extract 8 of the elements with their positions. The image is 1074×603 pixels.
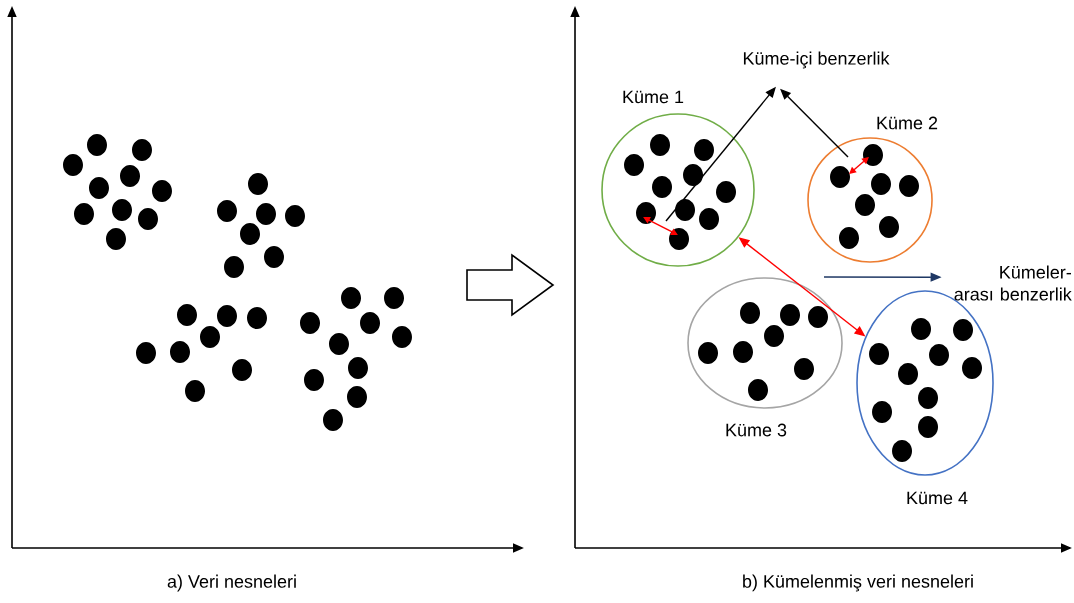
annotation-text: Küme-içi benzerlik xyxy=(743,51,890,69)
annotation-text: Kümeler-arası benzerlik xyxy=(954,265,1072,301)
panel-caption: a) Veri nesneleri xyxy=(167,574,296,592)
panel-caption: b) Kümelenmiş veri nesneleri xyxy=(743,574,973,592)
cluster-label: Küme 2 xyxy=(877,116,938,130)
cluster-label: Küme 1 xyxy=(623,90,684,104)
cluster-label: Küme 3 xyxy=(726,423,787,437)
cluster-label: Küme 4 xyxy=(907,491,968,505)
